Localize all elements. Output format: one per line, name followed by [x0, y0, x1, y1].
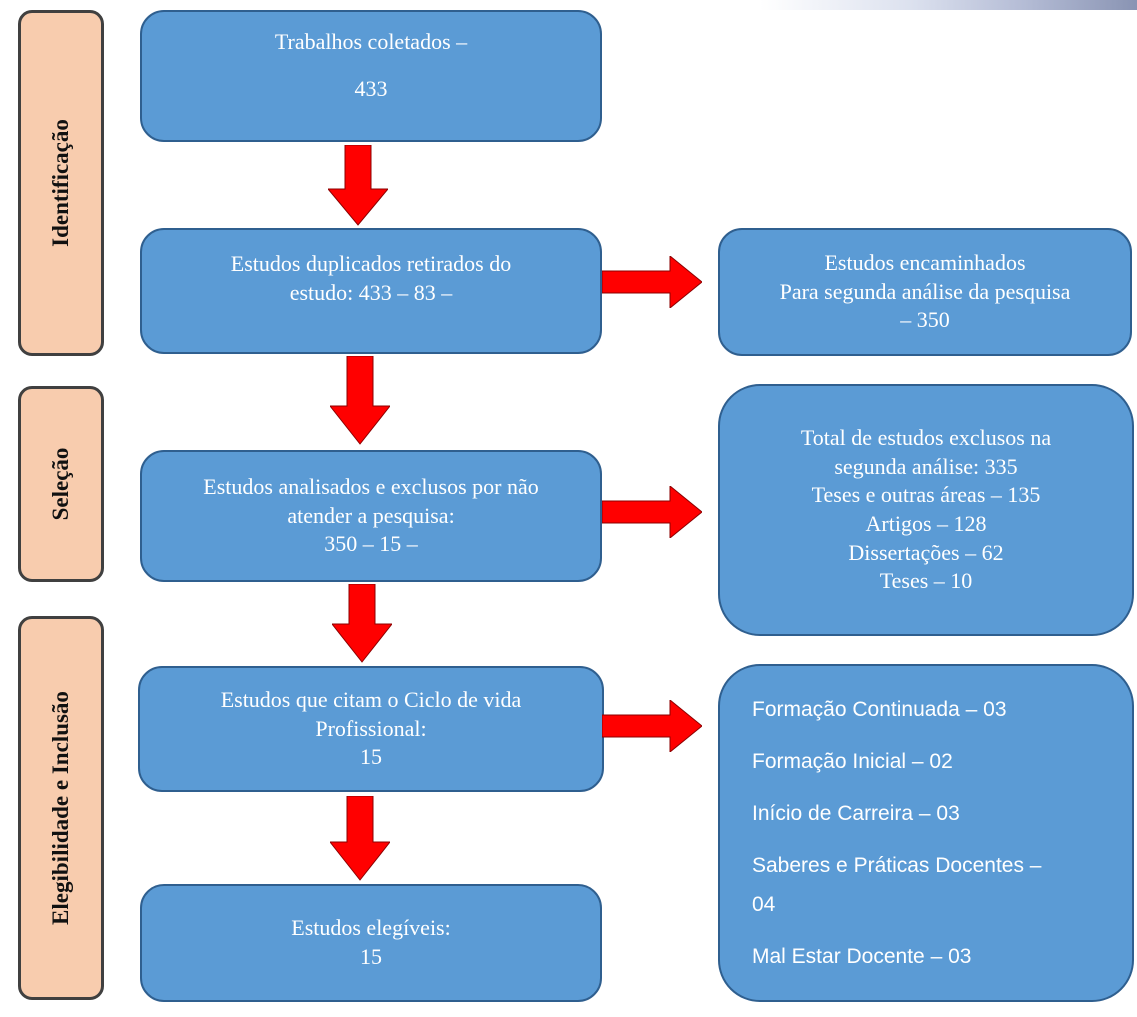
box-line: 433 [354, 75, 388, 101]
box-line: Estudos encaminhados [824, 250, 1026, 276]
box-line: Para segunda análise da pesquisa [779, 278, 1071, 304]
box-line: 04 [752, 892, 776, 916]
box-duplicates: Estudos duplicados retirados do estudo: … [140, 228, 602, 354]
box-line: Início de Carreira – 03 [752, 802, 960, 826]
box-line: Profissional: [315, 715, 427, 741]
box-line: segunda análise: 335 [834, 453, 1018, 479]
arrow-right-3 [602, 700, 702, 752]
box-analyzed: Estudos analisados e exclusos por não at… [140, 450, 602, 582]
arrow-down-4 [330, 796, 390, 881]
arrow-down-1 [328, 145, 388, 226]
box-line: 350 – 15 – [324, 531, 418, 557]
phase-elegibilidade: Elegibilidade e Inclusão [18, 616, 104, 1000]
box-line: 15 [360, 744, 382, 770]
box-line: Estudos elegíveis: [291, 915, 451, 941]
arrow-down-2 [330, 356, 390, 445]
arrow-right-1 [602, 256, 702, 308]
phase-identificacao: Identificação [18, 10, 104, 356]
phase-label: Identificação [48, 119, 73, 247]
box-line: – 350 [900, 307, 950, 333]
phase-selecao: Seleção [18, 386, 104, 582]
corner-decoration [760, 0, 1137, 10]
arrow-right-2 [602, 486, 702, 538]
box-line: Total de estudos exclusos na [800, 425, 1052, 451]
box-line: Formação Continuada – 03 [752, 698, 1007, 721]
phase-label: Seleção [48, 447, 73, 521]
box-line: Estudos duplicados retirados do [230, 251, 512, 276]
box-line: Trabalhos coletados – [274, 29, 468, 54]
box-line: Artigos – 128 [865, 511, 987, 536]
box-line: Teses – 10 [879, 568, 973, 594]
box-line: estudo: 433 – 83 – [289, 279, 453, 305]
box-line: Formação Inicial – 02 [752, 750, 953, 774]
arrow-down-3 [332, 584, 392, 663]
box-eligible: Estudos elegíveis: 15 [140, 884, 602, 1002]
box-line: Saberes e Práticas Docentes – [752, 854, 1042, 878]
box-forwarded: Estudos encaminhados Para segunda anális… [718, 228, 1132, 356]
box-line: Estudos analisados e exclusos por não [203, 474, 539, 500]
box-line: Estudos que citam o Ciclo de vida [220, 687, 522, 713]
box-collected: Trabalhos coletados – 433 [140, 10, 602, 142]
phase-label: Elegibilidade e Inclusão [48, 691, 73, 925]
box-cite-cycle: Estudos que citam o Ciclo de vida Profis… [138, 666, 604, 792]
box-excluded-total: Total de estudos exclusos na segunda aná… [718, 384, 1134, 636]
box-line: Mal Estar Docente – 03 [752, 944, 972, 968]
box-line: Dissertações – 62 [848, 539, 1004, 565]
box-line: 15 [360, 944, 382, 969]
box-line: Teses e outras áreas – 135 [811, 482, 1041, 508]
box-line: atender a pesquisa: [287, 502, 455, 528]
box-categories: Formação Continuada – 03 Formação Inicia… [718, 664, 1134, 1002]
